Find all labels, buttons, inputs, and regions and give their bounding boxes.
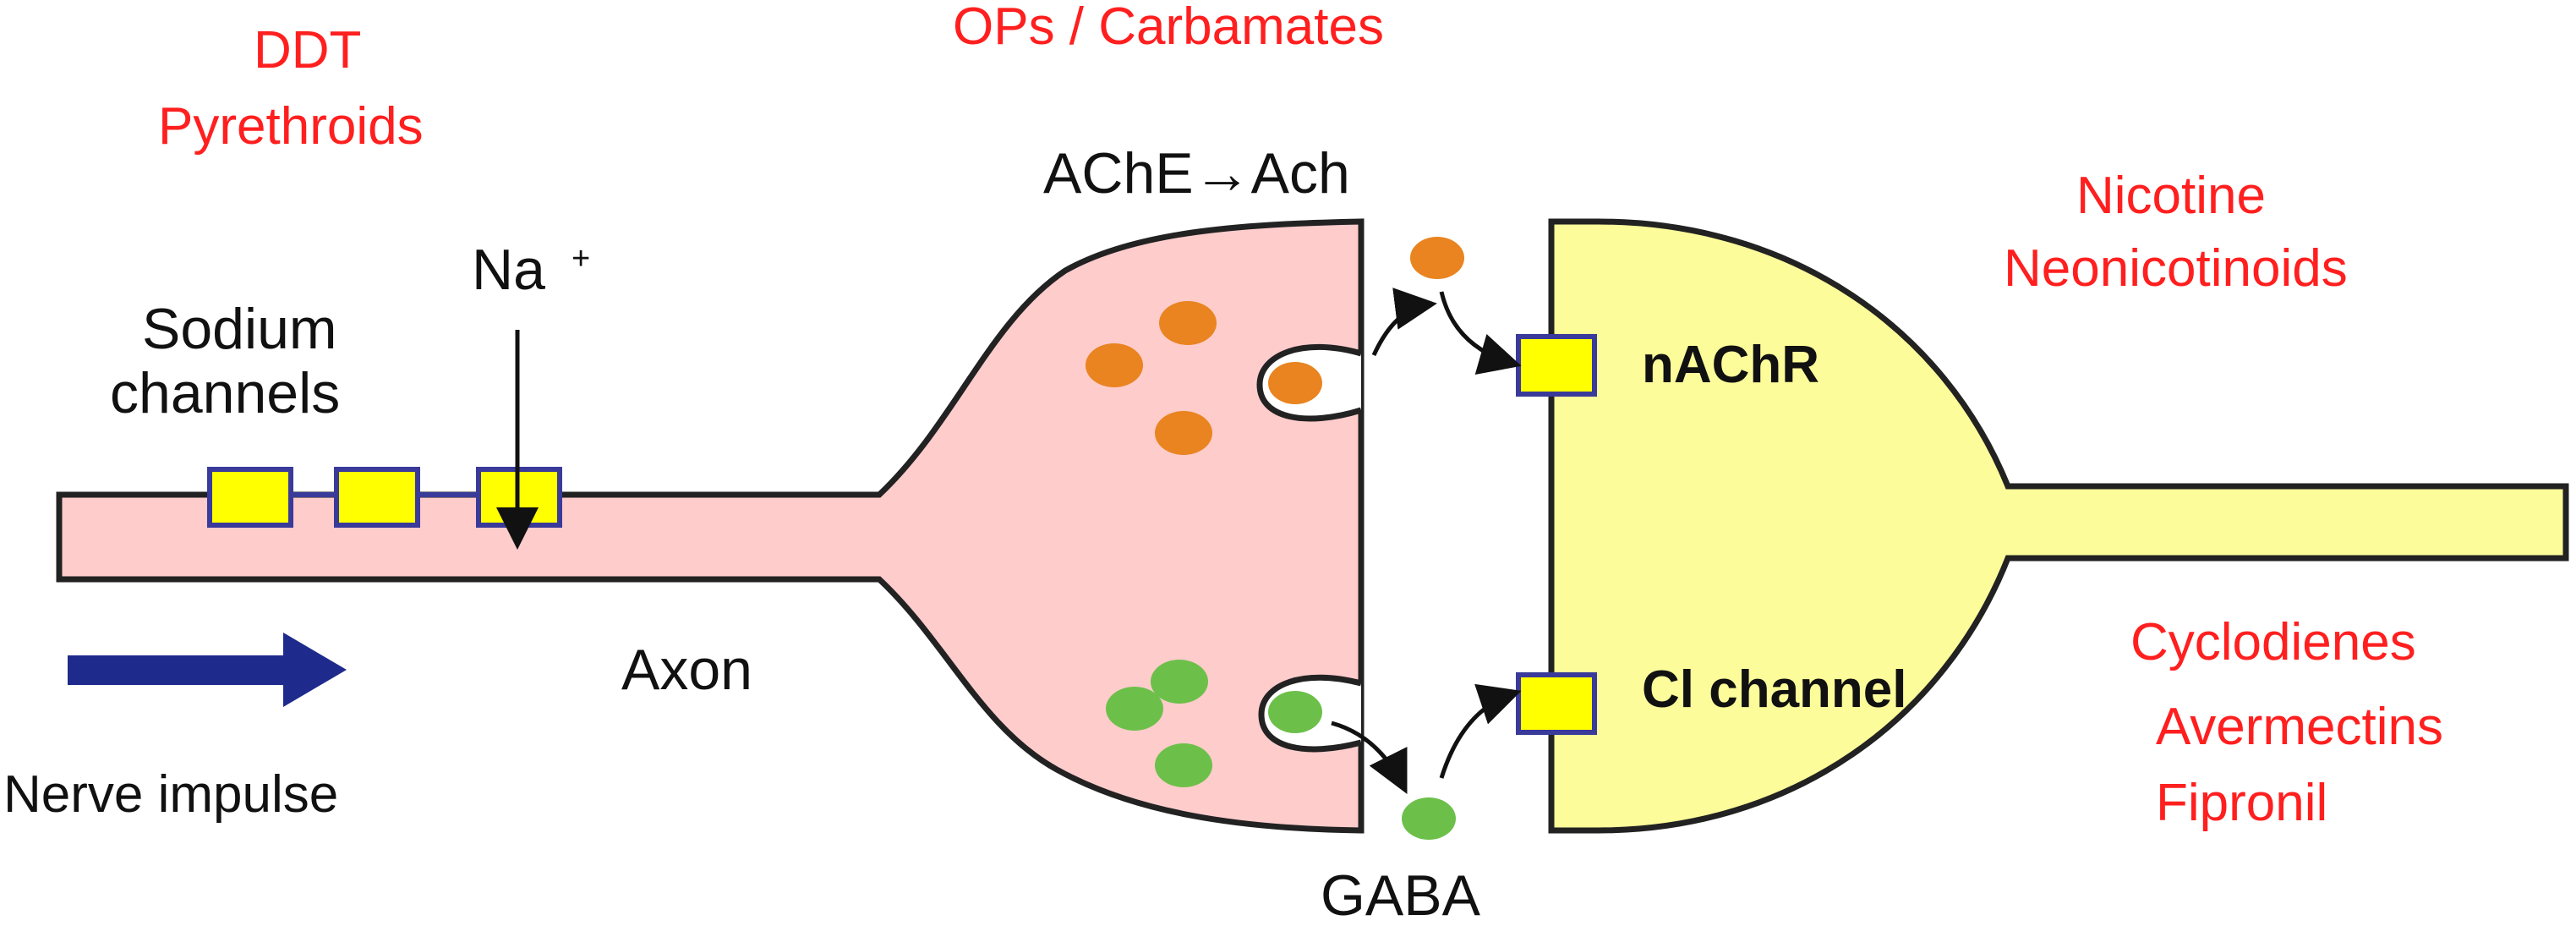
ach-release-arrow (1371, 288, 1437, 357)
label-avermectins: Avermectins (2156, 698, 2443, 756)
ach-vesicle-releasing (1268, 362, 1322, 404)
ach-vesicle (1086, 343, 1143, 387)
label-neonicotinoids: Neonicotinoids (2004, 239, 2348, 298)
gaba-binding-arrow (1439, 683, 1522, 779)
postsynaptic-neuron (1548, 218, 2569, 834)
label-ddt: DDT (254, 21, 361, 79)
ach-vesicle (1159, 301, 1217, 345)
cl-channel-receptor (1516, 672, 1597, 735)
ach-molecule (1410, 237, 1464, 279)
label-nerve-impulse: Nerve impulse (3, 765, 338, 824)
gaba-vesicle-releasing (1268, 691, 1322, 733)
label-nicotine: Nicotine (2076, 167, 2266, 225)
gaba-vesicle (1106, 687, 1163, 731)
gaba-molecule (1402, 797, 1456, 840)
sodium-channel-1 (207, 467, 293, 528)
label-gaba: GABA (1321, 863, 1481, 926)
label-na-superscript: + (572, 241, 590, 277)
label-nachr: nAChR (1642, 336, 1819, 394)
label-na: Na (472, 238, 545, 302)
presynaptic-axon (56, 218, 1365, 834)
sodium-channel-2 (334, 467, 420, 528)
label-channels: channels (110, 361, 340, 425)
nachr-receptor (1516, 334, 1597, 397)
gaba-release-arrow (1331, 721, 1408, 794)
label-pyrethroids: Pyrethroids (158, 97, 424, 156)
label-ache-ach: AChE→Ach (1043, 141, 1350, 205)
gaba-vesicle (1151, 660, 1208, 704)
label-cyclodienes: Cyclodienes (2130, 613, 2416, 671)
label-ops-carbamates: OPs / Carbamates (953, 0, 1384, 56)
label-sodium: Sodium (142, 297, 337, 361)
label-axon: Axon (621, 638, 752, 702)
gaba-vesicle (1155, 743, 1212, 787)
ach-binding-arrow (1439, 291, 1522, 375)
right-arrow-icon (68, 633, 347, 707)
label-fipronil: Fipronil (2156, 774, 2327, 832)
ach-vesicle (1155, 411, 1212, 455)
label-cl-channel: Cl channel (1642, 660, 1907, 719)
